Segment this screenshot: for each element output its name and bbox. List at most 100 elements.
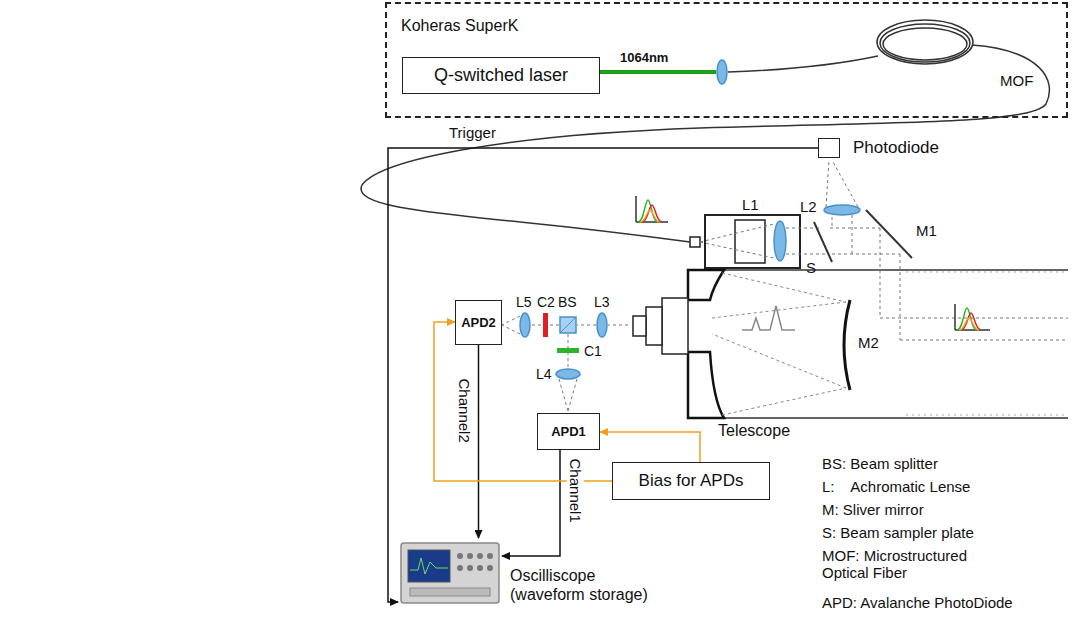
part-name: L3 xyxy=(594,294,610,310)
collimator-tube xyxy=(774,221,786,261)
photodiode-optics xyxy=(826,160,829,207)
optical-fiber xyxy=(877,20,973,64)
laser-box: Q-switched laser xyxy=(402,57,600,94)
apd-box: APD1 xyxy=(537,413,600,450)
node-text: Koheras SuperK xyxy=(401,16,518,35)
optical-fiber xyxy=(361,45,1049,242)
oscilloscope-picture xyxy=(487,553,493,559)
part-name: M2 xyxy=(858,334,879,351)
collimator-tube xyxy=(705,215,800,268)
signal-wire xyxy=(434,322,612,481)
mirrors xyxy=(866,210,912,258)
photodiode-optics xyxy=(824,160,860,254)
telescope xyxy=(688,352,724,418)
receiver-optics xyxy=(543,313,548,337)
telescope xyxy=(662,298,688,354)
node-text: Photodiode xyxy=(853,138,939,158)
pulse-spectrum-icon xyxy=(640,210,660,222)
pulse-spectrum-icon xyxy=(636,196,990,330)
part-name: C2 xyxy=(537,294,555,310)
collimator-tube xyxy=(690,215,826,268)
telescope xyxy=(906,272,1068,273)
oscilloscope: Oscilliscope (waveform storage) xyxy=(398,538,502,606)
oscilloscope-picture xyxy=(401,543,499,603)
optical-fiber xyxy=(361,20,1049,242)
oscilloscope-picture xyxy=(457,553,463,559)
part-name: C1 xyxy=(584,343,602,359)
mirrors xyxy=(814,222,832,262)
wavelength-label: 1064nm xyxy=(620,51,668,66)
part-name: L1 xyxy=(742,196,759,213)
edge-label: Trigger xyxy=(448,124,497,141)
receiver-optics xyxy=(520,313,530,337)
photodiode-optics xyxy=(832,215,833,226)
telescope xyxy=(722,388,846,415)
pulse-spectrum-icon xyxy=(636,196,668,222)
key-entry: APD: Avalanche PhotoDiode xyxy=(822,594,1013,611)
telescope xyxy=(722,417,1068,419)
receiver-optics xyxy=(568,379,577,411)
mirrors xyxy=(900,340,1068,341)
node-text: APD1 xyxy=(551,424,586,440)
oscilloscope-picture xyxy=(410,588,490,596)
node-text: Q-switched laser xyxy=(434,65,568,87)
receiver-optics xyxy=(608,325,628,326)
part-name: L5 xyxy=(516,294,532,310)
oscilloscope-picture xyxy=(408,550,450,582)
telescope xyxy=(633,316,646,336)
oscilloscope-picture xyxy=(477,565,483,571)
telescope xyxy=(906,415,1068,416)
oscilloscope-picture xyxy=(467,553,473,559)
receiver-optics xyxy=(502,313,628,411)
telescope xyxy=(688,270,724,300)
node-text: Oscilliscope (waveform storage) xyxy=(510,566,660,604)
optical-fiber xyxy=(880,24,970,62)
oscilloscope-picture xyxy=(487,565,493,571)
key-entry: MOF: Microstructured Optical Fiber xyxy=(822,547,1007,582)
oscilloscope-picture xyxy=(410,558,448,574)
mirrors xyxy=(880,228,881,318)
telescope xyxy=(633,270,1068,418)
laser-beam xyxy=(598,70,716,74)
collimator-tube xyxy=(735,220,765,263)
photodiode-box: Photodiode xyxy=(818,138,840,158)
receiver-optics xyxy=(597,313,607,337)
receiver-optics xyxy=(502,316,520,325)
receiver-optics xyxy=(559,379,568,411)
receiver-optics xyxy=(557,348,579,353)
oscilloscope-picture xyxy=(401,543,499,603)
collimator-tube xyxy=(700,224,774,242)
optical-fiber xyxy=(728,56,878,72)
signal-wire xyxy=(388,148,818,602)
photodiode-optics xyxy=(824,205,860,215)
part-name: MOF xyxy=(1000,72,1033,89)
bias-box: Bias for APDs xyxy=(612,462,770,500)
mirrors xyxy=(814,210,1068,340)
telescope xyxy=(646,307,662,345)
telescope xyxy=(742,306,795,330)
telescope xyxy=(844,300,850,390)
mirrors xyxy=(900,254,901,340)
oscilloscope-picture xyxy=(467,565,473,571)
laser-source-housing: Koheras SuperK Q-switched laser xyxy=(385,2,1068,118)
oscilloscope-picture xyxy=(477,553,483,559)
telescope xyxy=(722,269,1068,271)
part-name: Telescope xyxy=(718,422,790,440)
photodiode-optics xyxy=(832,160,858,207)
part-name: BS xyxy=(558,294,577,310)
pulse-spectrum-icon xyxy=(955,304,990,330)
node-text: Bias for APDs xyxy=(639,471,744,491)
part-name: M1 xyxy=(916,222,937,239)
photodiode-optics xyxy=(852,215,853,254)
part-name: L2 xyxy=(800,198,817,215)
collimator-tube xyxy=(786,254,826,255)
pulse-spectrum-icon xyxy=(959,318,979,330)
part-name: L4 xyxy=(536,366,552,382)
edge-label: Channel1 xyxy=(566,457,583,523)
key-entry: L: Achromatic Lense xyxy=(822,478,970,495)
signal-wire xyxy=(600,432,700,462)
collimator-tube xyxy=(700,242,774,258)
apd-box: APD2 xyxy=(455,300,502,345)
collimator-tube xyxy=(690,237,700,247)
